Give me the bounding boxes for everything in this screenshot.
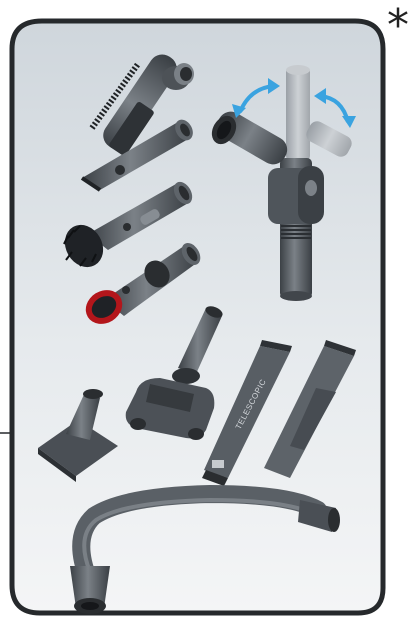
crevice-nozzle-short-icon — [80, 119, 193, 192]
mini-turbo-brush-icon — [125, 306, 223, 440]
flexible-hose-icon — [70, 484, 340, 614]
long-crevice-tool-icon — [264, 340, 356, 478]
upholstery-brush-icon — [85, 242, 201, 324]
pivoting-adapter-icon — [211, 65, 356, 301]
dusting-brush-bristle-icon — [63, 181, 193, 268]
upholstery-nozzle-icon — [38, 389, 118, 482]
dusting-brush-angled-icon — [89, 54, 194, 156]
asterisk-marker: * — [387, 0, 409, 51]
